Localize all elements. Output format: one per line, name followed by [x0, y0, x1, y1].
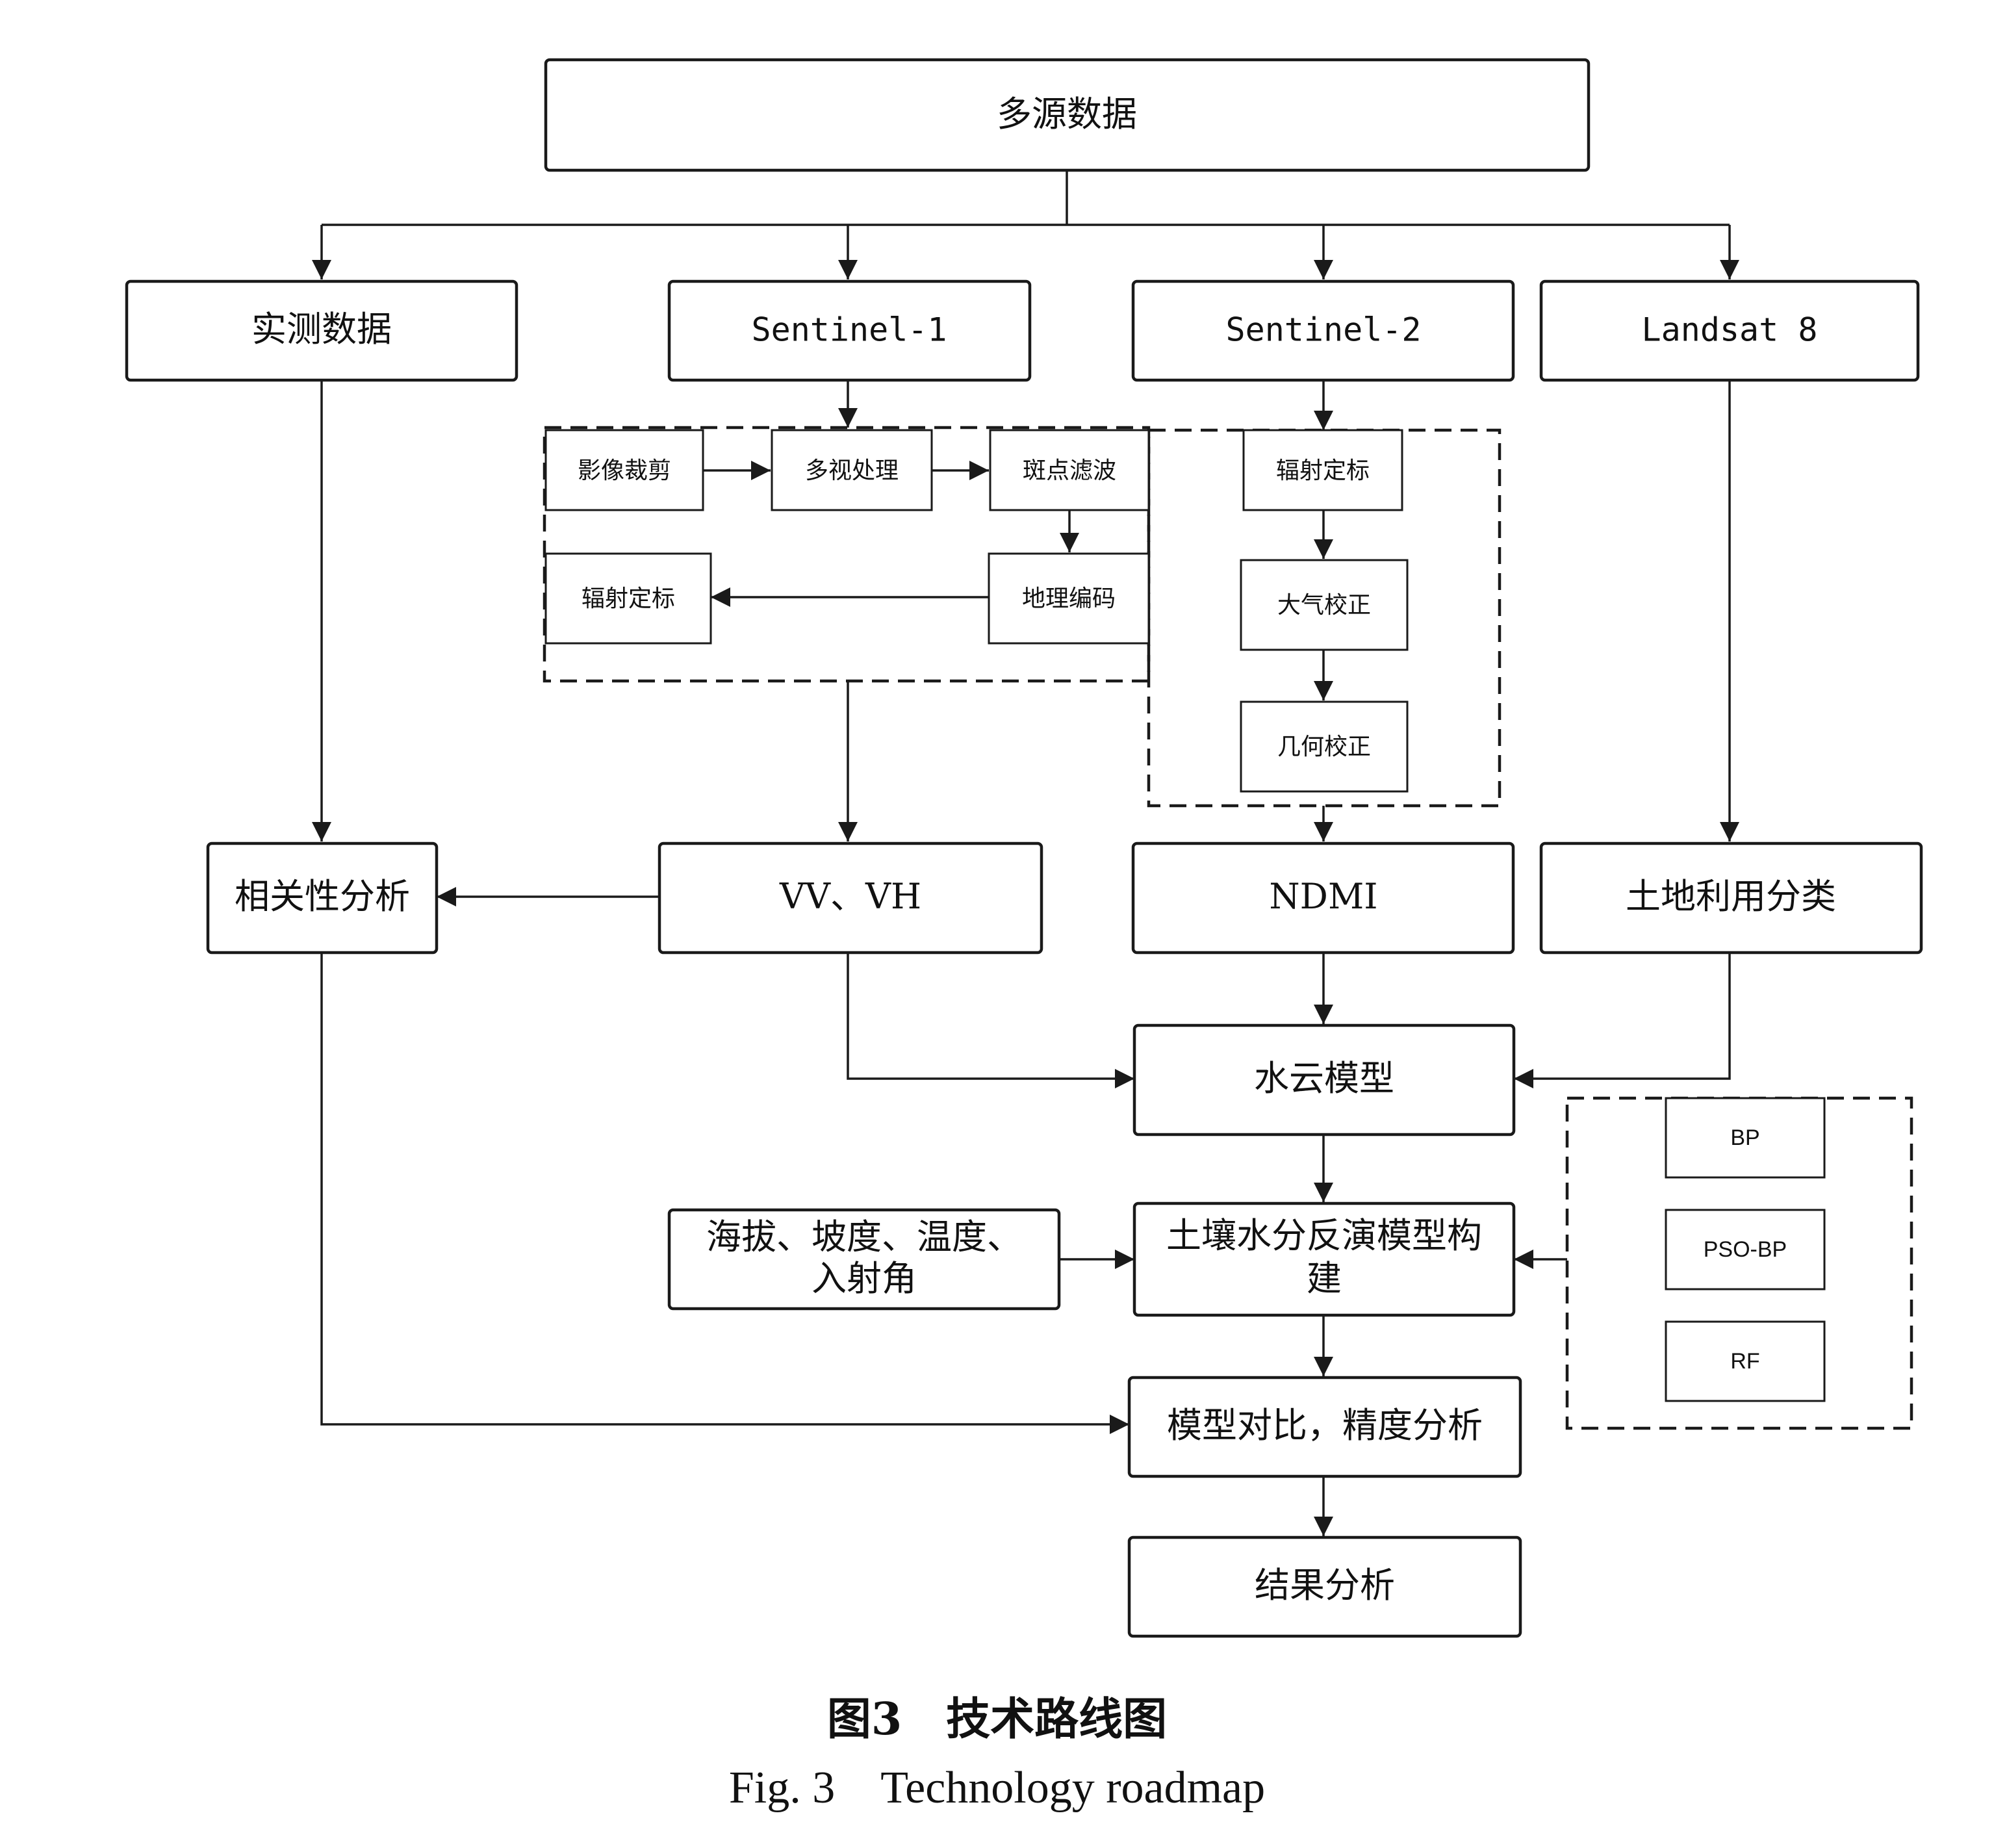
sentinel1-box: [667, 279, 1032, 382]
model-build-line1: 土壤水分反演模型构: [1166, 1215, 1482, 1256]
landuse-label: 土地利用分类: [1626, 876, 1836, 917]
auxiliary-factors-line2: 入射角: [812, 1258, 917, 1299]
ndmi-label: NDMI: [1269, 876, 1377, 917]
auxiliary-factors-line1: 海拔、坡度、温度、: [706, 1216, 1022, 1257]
vvvh-label: VV、VH: [779, 876, 921, 917]
link-landuse-to-wcm: [1514, 953, 1731, 1088]
auxiliary-factors-box: [667, 1208, 1061, 1311]
geom-box: [1240, 700, 1409, 793]
compare-label: 模型对比，精度分析: [1167, 1405, 1483, 1446]
link-vvvh-to-wcm: [847, 953, 1134, 1088]
multi-source-label: 多源数据: [997, 94, 1137, 135]
geocode-box: [988, 552, 1150, 645]
correlation-label: 相关性分析: [235, 876, 410, 917]
sentinel2-box: [1131, 279, 1515, 382]
speckle-box: [989, 429, 1150, 511]
multilook-label: 多视处理: [805, 457, 899, 484]
compare-box: [1127, 1376, 1522, 1478]
sentinel1-label: Sentinel-1: [751, 311, 947, 349]
atmos-label: 大气校正: [1277, 592, 1371, 619]
bp-label: BP: [1730, 1125, 1759, 1150]
atmos-box: [1240, 559, 1409, 651]
model-build-line2: 建: [1307, 1258, 1342, 1299]
geocode-label: 地理编码: [1022, 585, 1116, 612]
pso-bp-label: PSO-BP: [1704, 1237, 1787, 1262]
caption-english: Fig. 3 Technology roadmap: [728, 1763, 1266, 1813]
landuse-box: [1539, 841, 1923, 955]
s2-radcal-box: [1242, 429, 1403, 511]
field-data-label: 实测数据: [251, 309, 392, 350]
correlation-box: [206, 841, 439, 955]
vvvh-box: [658, 841, 1043, 955]
bp-box: [1665, 1097, 1826, 1179]
water-cloud-model-box: [1132, 1023, 1516, 1136]
caption-chinese: 图3 技术路线图: [826, 1693, 1168, 1745]
sentinel2-label: Sentinel-2: [1225, 311, 1421, 349]
pso-bp-box: [1665, 1209, 1826, 1290]
result-label: 结果分析: [1255, 1565, 1395, 1606]
result-box: [1127, 1535, 1522, 1638]
model-build-box: [1132, 1201, 1516, 1317]
rf-label: RF: [1730, 1349, 1759, 1374]
water-cloud-model-label: 水云模型: [1254, 1058, 1394, 1099]
s1-radcal-box: [544, 552, 712, 645]
crop-label: 影像裁剪: [578, 457, 671, 484]
geom-label: 几何校正: [1277, 734, 1371, 760]
ndmi-box: [1131, 841, 1515, 955]
connectors: [312, 170, 1739, 1536]
link-corr-to-compare: [320, 953, 1129, 1434]
speckle-label: 斑点滤波: [1023, 457, 1116, 484]
s1-radcal-label: 辐射定标: [582, 585, 675, 612]
multi-source-box: [544, 58, 1591, 172]
rf-box: [1665, 1320, 1826, 1402]
landsat8-box: [1539, 279, 1920, 382]
field-data-box: [125, 279, 518, 382]
s2-radcal-label: 辐射定标: [1276, 457, 1370, 484]
landsat8-label: Landsat 8: [1642, 311, 1818, 349]
crop-box: [544, 429, 704, 511]
multilook-box: [771, 429, 933, 511]
